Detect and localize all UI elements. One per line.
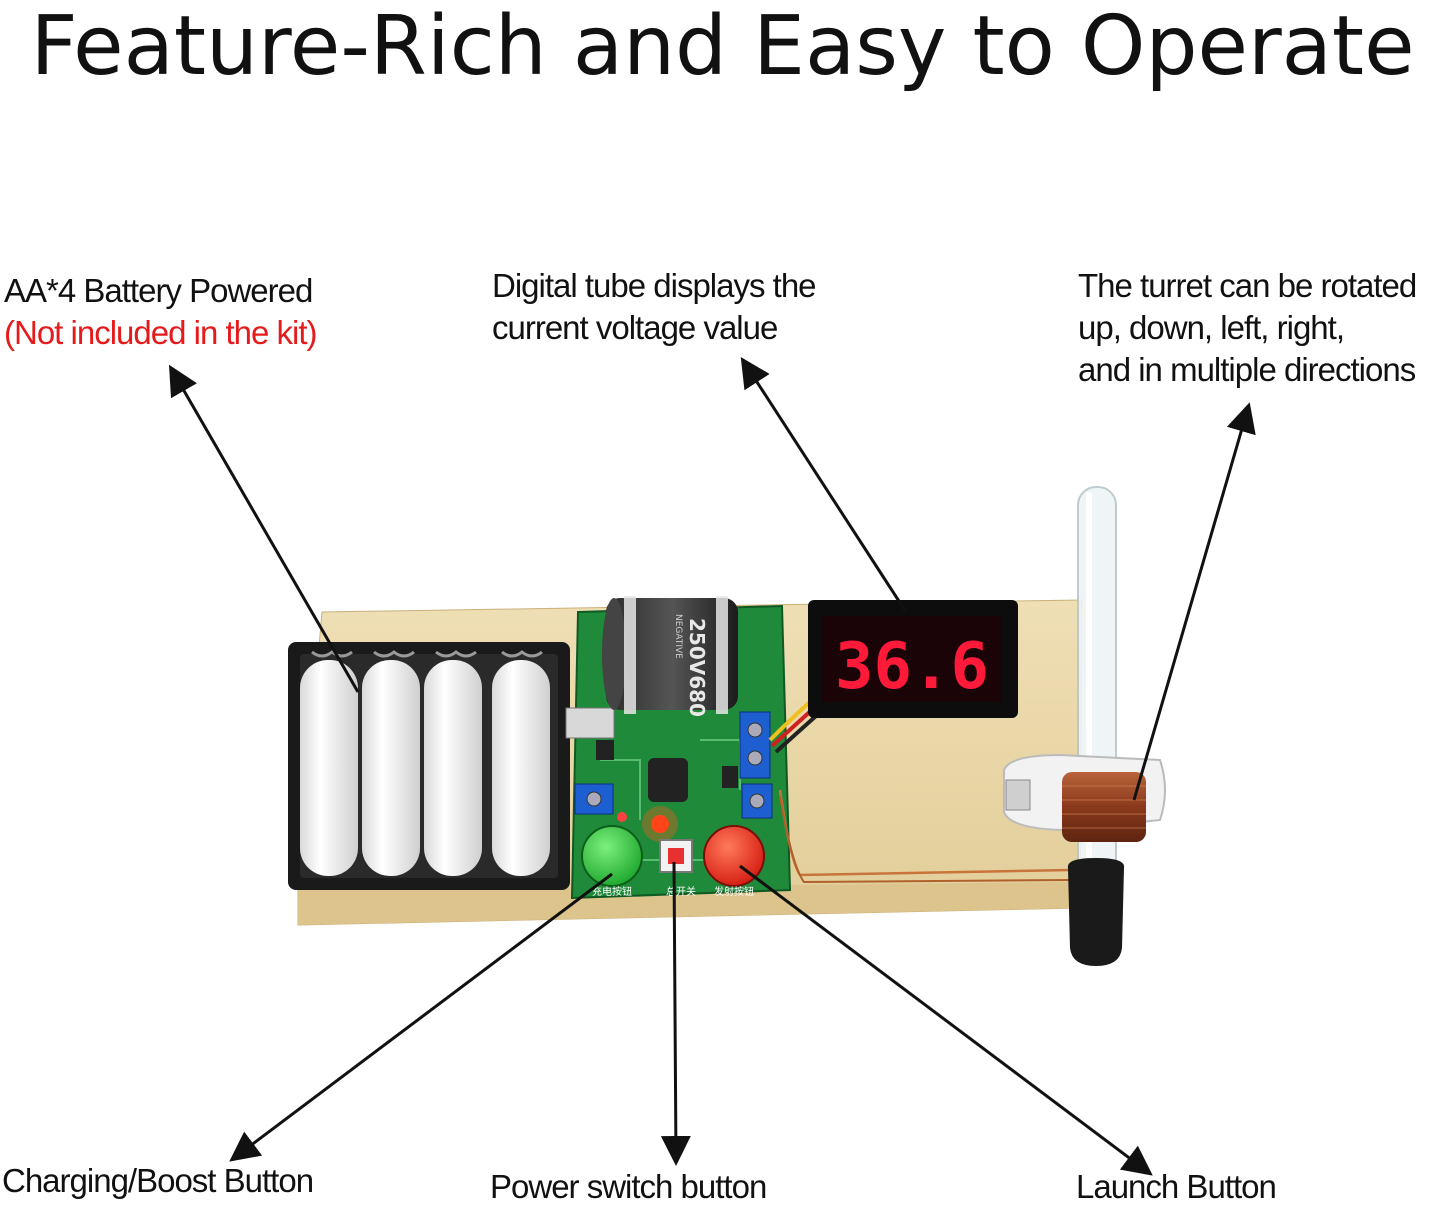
coil (1062, 772, 1146, 842)
aa-battery-cells (300, 660, 550, 876)
svg-text:充电按钮: 充电按钮 (592, 885, 632, 898)
charge-button-photo (581, 825, 643, 887)
launch-button-callout: Launch Button (1076, 1168, 1277, 1205)
power-button-callout: Power switch button (490, 1168, 767, 1205)
display-callout-line2: current voltage value (492, 309, 778, 346)
display-callout: Digital tube displays the current voltag… (492, 265, 817, 349)
voltage-reading: 36.6 (835, 630, 989, 704)
arrow-turret (1132, 402, 1256, 801)
arrow-charge (229, 872, 613, 1162)
arrow-launch (739, 864, 1153, 1176)
svg-text:250V680: 250V680 (685, 618, 709, 717)
callout-arrows (168, 356, 1256, 1176)
voltage-display: 36.6 (808, 600, 1018, 718)
arrow-power (660, 861, 691, 1166)
turret-callout-line2: up, down, left, right, (1078, 309, 1345, 346)
turret-callout-line1: The turret can be rotated (1078, 267, 1417, 304)
display-callout-line1: Digital tube displays the (492, 267, 817, 304)
charge-button-callout: Charging/Boost Button (2, 1162, 314, 1199)
battery-callout: AA*4 Battery Powered (Not included in th… (4, 270, 317, 354)
svg-text:总开关: 总开关 (666, 885, 696, 898)
arrow-battery (168, 364, 360, 693)
battery-holder (288, 642, 570, 890)
battery-callout-line1: AA*4 Battery Powered (4, 272, 313, 309)
turret-callout: The turret can be rotated up, down, left… (1078, 265, 1417, 391)
battery-callout-note: (Not included in the kit) (4, 314, 317, 351)
arrow-display (740, 356, 908, 613)
svg-text:NEGATIVE: NEGATIVE (673, 614, 683, 659)
page-title: Feature-Rich and Easy to Operate (30, 0, 1415, 94)
capacitor: 250V680 NEGATIVE (602, 596, 738, 717)
turret-callout-line3: and in multiple directions (1078, 351, 1416, 388)
turret (1003, 486, 1166, 966)
svg-text:发射按钮: 发射按钮 (714, 885, 754, 898)
